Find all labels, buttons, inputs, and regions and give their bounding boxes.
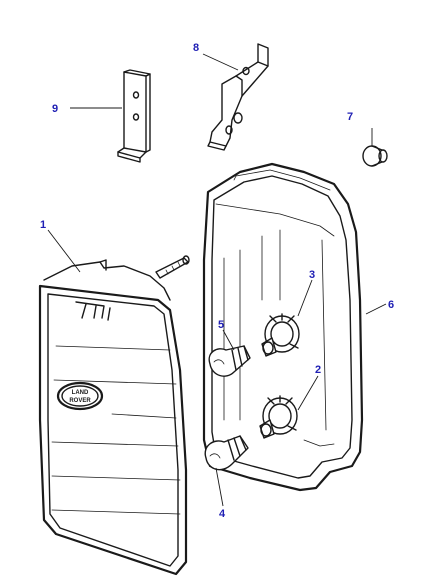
svg-text:ROVER: ROVER [69, 398, 91, 404]
part-3-bulb-holder-upper [261, 313, 300, 357]
callout-6: 6 [388, 299, 394, 311]
part-4-bulb-lower [204, 435, 249, 471]
callout-9: 9 [52, 103, 58, 115]
part-7-grommet [362, 145, 388, 167]
callout-8: 8 [193, 42, 199, 54]
land-rover-logo: LAND ROVER [56, 381, 104, 411]
part-2-bulb-holder-lower [259, 395, 298, 439]
part-9-mounting-bracket [117, 69, 151, 163]
callout-1: 1 [40, 219, 46, 231]
callout-2: 2 [315, 364, 321, 376]
callout-7: 7 [347, 111, 353, 123]
callout-5: 5 [218, 319, 224, 331]
part-1-lens-assembly: LAND ROVER [38, 255, 190, 576]
callout-4: 4 [219, 508, 226, 520]
callout-leaders [47, 53, 387, 507]
tdi-script-emblem [75, 301, 111, 321]
part-6-lamp-housing [202, 162, 364, 492]
callout-numbers: 9 8 7 1 3 6 5 2 4 [40, 42, 394, 520]
svg-text:LAND: LAND [72, 390, 89, 396]
part-8-bent-bracket [207, 43, 269, 151]
part-5-bulb-upper [208, 345, 251, 377]
callout-3: 3 [309, 269, 315, 281]
